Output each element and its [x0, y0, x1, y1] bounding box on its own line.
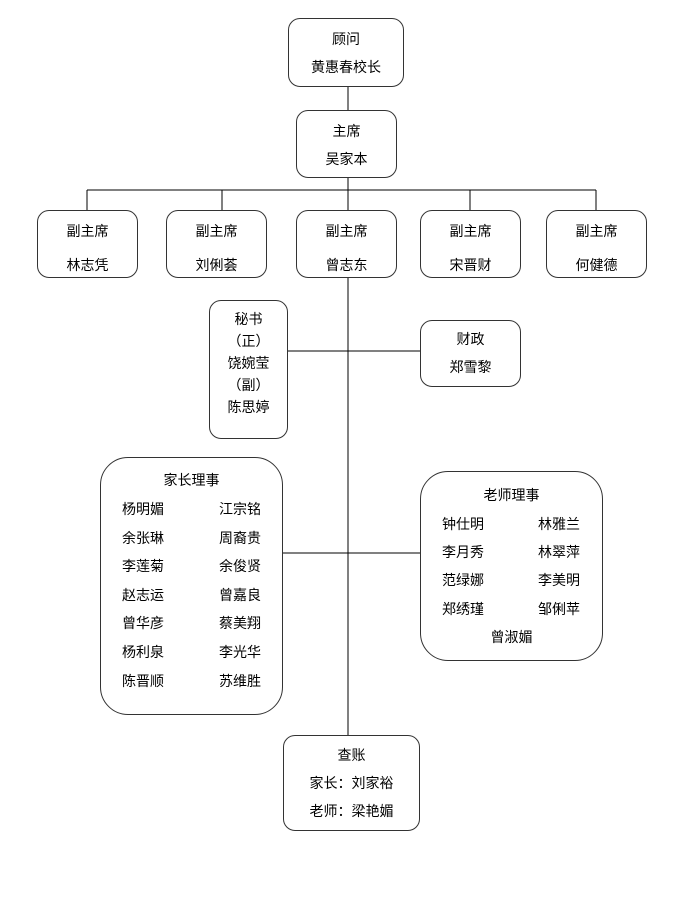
parent-director-name: 苏维胜: [219, 674, 261, 690]
teacher-director-name: 林雅兰: [538, 517, 580, 533]
finance-name: 郑雪黎: [449, 360, 492, 376]
adviser-box: 顾问 黄惠春校长: [288, 18, 404, 87]
teacher-director-name: 林翠萍: [538, 545, 580, 561]
vice-chairman-name: 林志凭: [66, 258, 109, 274]
teacher-director-name: 李美明: [538, 573, 580, 589]
vice-chairman-name: 刘俐荟: [195, 258, 238, 274]
secretary-main-name: 饶婉莹: [227, 356, 270, 372]
parent-director-name: 赵志运: [122, 588, 164, 604]
vice-chairman-title: 副主席: [325, 224, 368, 240]
auditor-parent: 家长：刘家裕: [309, 776, 394, 792]
parent-director-name: 蔡美翔: [219, 616, 261, 632]
teacher-director-name: 钟仕明: [442, 517, 484, 533]
teacher-director-name: 曾淑媚: [490, 630, 533, 646]
parent-directors-box: 家长理事 杨明媚 江宗铭 余张琳 周裔贵 李莲菊 余俊贤 赵志运 曾嘉良 曾华彦…: [100, 457, 283, 715]
parent-director-name: 曾华彦: [122, 616, 164, 632]
vice-chairman-title: 副主席: [575, 224, 618, 240]
teacher-director-name: 邹俐苹: [538, 602, 580, 618]
vice-chairman-box: 副主席 曾志东: [296, 210, 397, 278]
vice-chairman-box: 副主席 林志凭: [37, 210, 138, 278]
secretary-deputy-name: 陈思婷: [227, 400, 270, 416]
adviser-name: 黄惠春校长: [311, 60, 381, 76]
secretary-box: 秘书 （正） 饶婉莹 （副） 陈思婷: [209, 300, 288, 439]
vice-chairman-name: 何健德: [575, 258, 618, 274]
auditor-teacher: 老师：梁艳媚: [309, 804, 394, 820]
teacher-directors-box: 老师理事 钟仕明 林雅兰 李月秀 林翠萍 范绿娜 李美明 郑绣瑾 邹俐苹 曾淑媚: [420, 471, 603, 661]
vice-chairman-title: 副主席: [66, 224, 109, 240]
vice-chairman-title: 副主席: [195, 224, 238, 240]
vice-chairman-name: 曾志东: [325, 258, 368, 274]
vice-chairman-box: 副主席 刘俐荟: [166, 210, 267, 278]
parent-director-name: 江宗铭: [219, 502, 261, 518]
auditors-box: 查账 家长：刘家裕 老师：梁艳媚: [283, 735, 420, 831]
finance-title: 财政: [456, 332, 485, 348]
parent-director-name: 李莲菊: [122, 559, 164, 575]
vice-chairman-title: 副主席: [449, 224, 492, 240]
parent-director-name: 周裔贵: [219, 531, 261, 547]
teacher-director-name: 范绿娜: [442, 573, 484, 589]
secretary-main-label: （正）: [227, 334, 270, 350]
finance-box: 财政 郑雪黎: [420, 320, 521, 387]
vice-chairman-box: 副主席 宋晋财: [420, 210, 521, 278]
secretary-title: 秘书: [234, 312, 263, 328]
vice-chairman-box: 副主席 何健德: [546, 210, 647, 278]
chairman-title: 主席: [332, 124, 361, 140]
teacher-director-name: 李月秀: [442, 545, 484, 561]
adviser-title: 顾问: [332, 32, 360, 48]
parent-director-name: 余俊贤: [219, 559, 261, 575]
parent-director-name: 曾嘉良: [219, 588, 261, 604]
parent-director-name: 余张琳: [122, 531, 164, 547]
auditors-title: 查账: [337, 748, 366, 764]
teacher-directors-title: 老师理事: [483, 488, 540, 504]
parent-director-name: 杨明媚: [122, 502, 164, 518]
parent-directors-title: 家长理事: [163, 473, 220, 489]
parent-director-name: 陈晋顺: [122, 674, 164, 690]
parent-director-name: 李光华: [219, 645, 261, 661]
parent-director-name: 杨利泉: [122, 645, 164, 661]
teacher-director-name: 郑绣瑾: [442, 602, 484, 618]
chairman-name: 吴家本: [325, 152, 368, 168]
chairman-box: 主席 吴家本: [296, 110, 397, 178]
vice-chairman-name: 宋晋财: [449, 258, 492, 274]
secretary-deputy-label: （副）: [227, 378, 270, 394]
